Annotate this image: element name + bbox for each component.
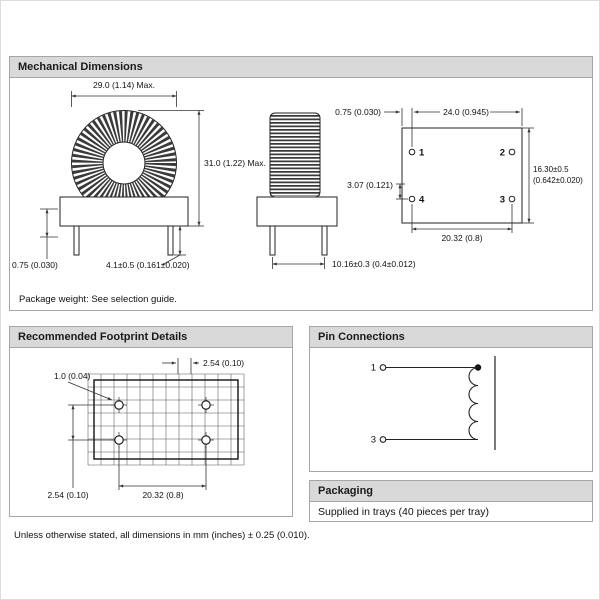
dim-pkg-height-mm: 16.30±0.5 xyxy=(533,165,569,174)
section-header-packaging: Packaging xyxy=(310,481,592,502)
pad-bottom-left xyxy=(111,432,127,448)
mechanical-drawing: 29.0 (1.14) Max. 31.0 (1.22) Max. 0.75 (… xyxy=(12,80,583,270)
dim-row-offset: 3.07 (0.121) xyxy=(347,180,393,190)
pin-layout-view: 1 2 3 4 xyxy=(401,127,523,224)
side-base xyxy=(256,196,338,227)
dim-pin-offset: 0.75 (0.030) xyxy=(335,107,381,117)
dim-grid-pitch: 2.54 (0.10) xyxy=(203,358,244,368)
pin-2-hole xyxy=(508,148,516,156)
section-header-footprint: Recommended Footprint Details xyxy=(10,327,292,348)
pin-3-label: 3 xyxy=(500,195,505,206)
footprint-section: Recommended Footprint Details xyxy=(9,326,293,517)
packaging-text: Supplied in trays (40 pieces per tray) xyxy=(318,506,489,518)
schematic xyxy=(379,356,496,450)
front-lead-left xyxy=(73,225,80,256)
pin-4-label: 4 xyxy=(419,195,425,206)
pin-layout-outline xyxy=(401,127,523,224)
dim-pkg-width: 24.0 (0.945) xyxy=(443,107,489,117)
dim-row-pitch: 2.54 (0.10) xyxy=(47,490,88,500)
pad-bottom-right xyxy=(198,432,214,448)
section-title: Packaging xyxy=(318,485,374,497)
dim-front-lead-length: 4.1±0.5 (0.161±0.020) xyxy=(106,260,190,270)
pin-3-hole xyxy=(508,195,516,203)
front-view-dimensions: 29.0 (1.14) Max. 31.0 (1.22) Max. 0.75 (… xyxy=(12,80,266,270)
inductor-coil xyxy=(468,366,479,441)
section-title: Recommended Footprint Details xyxy=(18,331,188,343)
dim-front-height: 31.0 (1.22) Max. xyxy=(204,158,266,168)
pin-1-terminal xyxy=(379,364,387,371)
dim-pad-dia: 1.0 (0.04) xyxy=(54,371,91,381)
schematic-pin-1-label: 1 xyxy=(371,363,376,374)
pin-3-terminal xyxy=(379,436,387,443)
footprint-drawing: 2.54 (0.10) 1.0 (0.04) 2.54 (0.10) 20.32… xyxy=(47,358,245,500)
section-header-mechanical: Mechanical Dimensions xyxy=(10,57,592,78)
package-weight-note: Package weight: See selection guide. xyxy=(19,294,177,305)
section-header-pin-connections: Pin Connections xyxy=(310,327,592,348)
pin-layout-dimensions: 0.75 (0.030) 24.0 (0.945) 3.07 (0.121) 1… xyxy=(335,107,583,243)
dim-pkg-height-in: (0.642±0.020) xyxy=(533,176,583,185)
toroid-front-view xyxy=(59,110,189,256)
section-title: Pin Connections xyxy=(318,331,405,343)
footprint-dimensions: 2.54 (0.10) 1.0 (0.04) 2.54 (0.10) 20.32… xyxy=(47,358,244,500)
schematic-pin-3-label: 3 xyxy=(371,435,376,446)
dim-front-width: 29.0 (1.14) Max. xyxy=(93,80,155,90)
toroid-side-view xyxy=(256,112,338,256)
pin-1-label: 1 xyxy=(419,148,425,159)
pin-1-hole xyxy=(408,148,416,156)
dim-front-lead-dia: 0.75 (0.030) xyxy=(12,260,58,270)
dim-pin-pitch: 20.32 (0.8) xyxy=(441,233,482,243)
packaging-section: Packaging Supplied in trays (40 pieces p… xyxy=(309,480,593,522)
dim-col-pitch: 20.32 (0.8) xyxy=(142,490,183,500)
tolerance-footnote: Unless otherwise stated, all dimensions … xyxy=(14,530,310,541)
pin-connections-schematic: 1 3 xyxy=(371,356,496,450)
pin-4-hole xyxy=(408,195,416,203)
pin-connections-section: Pin Connections 1 3 xyxy=(309,326,593,472)
side-lead-left xyxy=(269,225,276,256)
pad-top-left xyxy=(111,397,127,413)
toroid-inner-hole xyxy=(102,141,146,185)
front-lead-right xyxy=(167,225,174,256)
footprint-outline xyxy=(93,379,239,460)
front-base xyxy=(59,196,189,227)
footprint-grid xyxy=(87,373,245,466)
section-title: Mechanical Dimensions xyxy=(18,61,143,73)
side-lead-right xyxy=(321,225,328,256)
mechanical-dimensions-section: Mechanical Dimensions 29.0 (1.14) Max. xyxy=(9,56,593,311)
pin-2-label: 2 xyxy=(500,148,505,159)
toroid-winding xyxy=(72,111,176,215)
dim-side-lead-span: 10.16±0.3 (0.4±0.012) xyxy=(332,259,416,269)
side-view-dimensions: 10.16±0.3 (0.4±0.012) xyxy=(272,257,416,269)
pad-top-right xyxy=(198,397,214,413)
footprint-pads xyxy=(111,397,214,448)
